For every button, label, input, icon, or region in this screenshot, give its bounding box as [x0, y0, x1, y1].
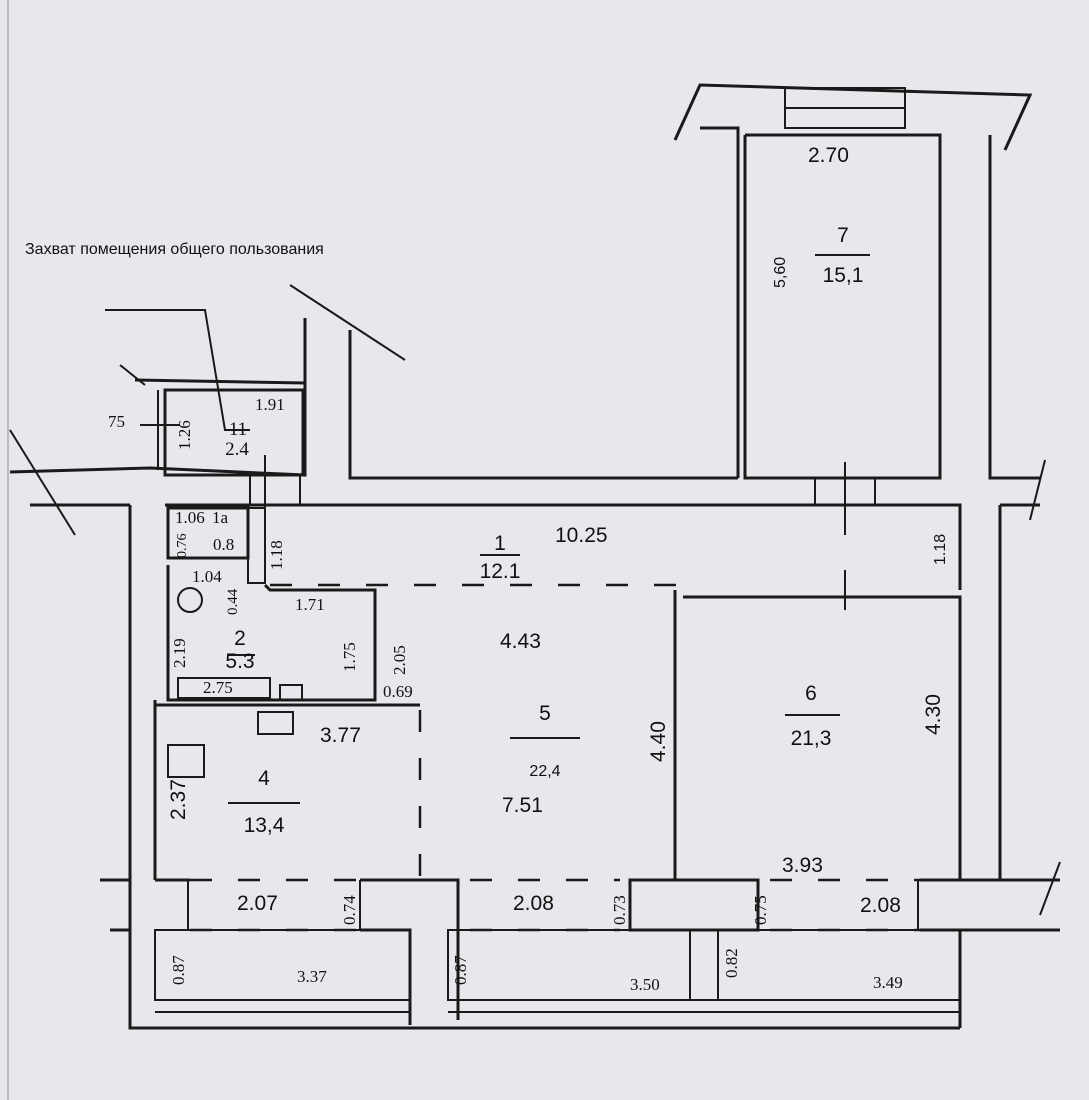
dim-loggia1-w: 2.07 — [237, 892, 278, 915]
room-6-area: 21,3 — [791, 727, 832, 750]
dim-r2-left: 2.19 — [170, 638, 189, 668]
dim-r1-length: 10.25 — [555, 524, 608, 547]
dim-balc2-w: 3.50 — [630, 975, 660, 994]
room-1a-number: 1a — [212, 508, 229, 527]
dim-r11-width: 1.91 — [255, 395, 285, 414]
dim-r2-bath: 2.75 — [203, 678, 233, 697]
room-11-number: 11 — [229, 419, 247, 440]
dim-r2-right: 1.75 — [340, 642, 359, 672]
dim-r11-side: 1.26 — [175, 420, 194, 450]
walls — [9, 83, 1061, 1030]
dim-balc3-w: 3.49 — [873, 973, 903, 992]
dim-loggia2-w: 2.08 — [513, 892, 554, 915]
dim-door-w: 0.69 — [383, 682, 413, 701]
room-7-area: 15,1 — [823, 264, 864, 287]
dim-door-h: 2.05 — [390, 645, 409, 675]
room-5-area: 22,4 — [529, 763, 560, 780]
room-1-area: 12.1 — [480, 560, 521, 583]
room-7-number: 7 — [837, 224, 849, 247]
dim-r2-right-top: 1.71 — [295, 595, 325, 614]
dim-balc2-d: 0.87 — [451, 955, 470, 985]
dim-balc1-w: 3.37 — [297, 967, 327, 986]
dim-r1-right: 1.18 — [932, 534, 949, 565]
room-2-area: 5.3 — [225, 650, 254, 673]
dim-loggia1-d: 0.74 — [340, 895, 359, 925]
dim-balc3-d: 0.82 — [722, 948, 741, 978]
dim-r6-bottom: 3.93 — [782, 854, 823, 877]
common-area-caption: Захват помещения общего пользования — [25, 241, 324, 258]
dim-r2-top: 1.04 — [192, 567, 222, 586]
dim-loggia3-d: 0.75 — [751, 895, 770, 925]
dim-r1a-h: 0.76 — [175, 534, 190, 559]
dim-loggia3-w: 2.08 — [860, 894, 901, 917]
room-6-number: 6 — [805, 682, 817, 705]
dim-r1-width: 1.18 — [267, 540, 286, 570]
dim-r5-length: 7.51 — [502, 794, 543, 817]
dim-r11-ext: 75 — [108, 412, 125, 431]
dim-r7-width: 2.70 — [808, 144, 849, 167]
dim-r2-niche: 0.44 — [225, 588, 241, 615]
dim-r1a-w: 1.06 — [175, 508, 205, 527]
room-2-number: 2 — [234, 627, 246, 650]
room-1a-area: 0.8 — [213, 535, 234, 554]
room-4-number: 4 — [258, 767, 270, 790]
dim-balc1-d: 0.87 — [169, 955, 188, 985]
dim-r6-side: 4.30 — [922, 694, 945, 735]
room-4-area: 13,4 — [244, 814, 285, 837]
dim-r5-top: 4.43 — [500, 630, 541, 653]
room-11-area: 2.4 — [225, 439, 249, 460]
dim-r4-side: 2.37 — [167, 779, 190, 820]
dimensions: 2.70 5,60 1.91 1.26 75 10.25 1.18 1.18 1… — [108, 144, 949, 994]
room-5-number: 5 — [539, 702, 551, 725]
dim-r4-top: 3.77 — [320, 724, 361, 747]
dim-loggia2-d: 0.73 — [610, 895, 629, 925]
room-1-number: 1 — [494, 532, 506, 555]
dim-r7-length: 5,60 — [772, 257, 789, 288]
dim-r5-side: 4.40 — [647, 721, 670, 762]
